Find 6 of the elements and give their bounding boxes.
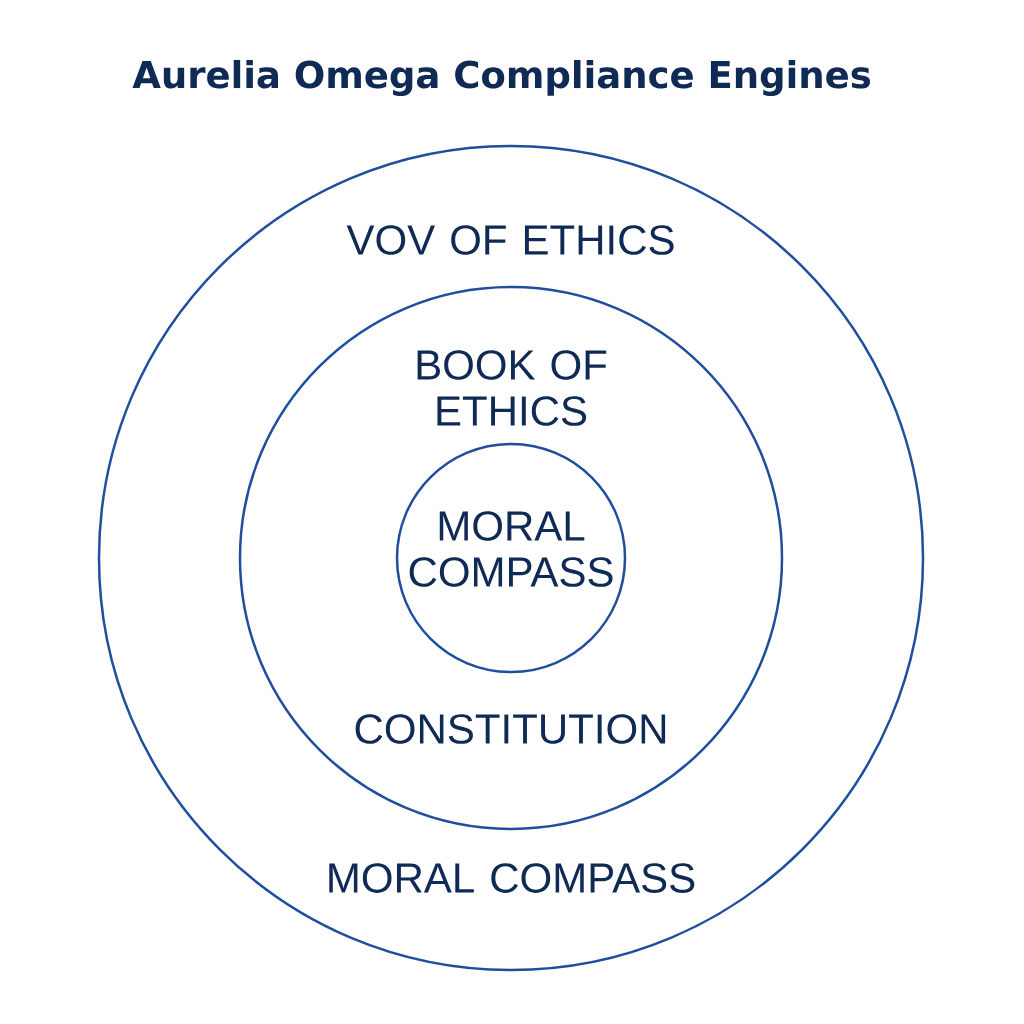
circle-label: CONSTITUTION (355, 714, 666, 744)
circle-label: MORAL COMPASS (409, 511, 613, 587)
circle-label: BOOK OF ETHICS (417, 350, 607, 426)
title: Aurelia Omega Compliance Engines (132, 59, 870, 97)
circle-label: MORAL COMPASS (329, 863, 695, 893)
circle-label: VOV OF ETHICS (346, 225, 674, 255)
